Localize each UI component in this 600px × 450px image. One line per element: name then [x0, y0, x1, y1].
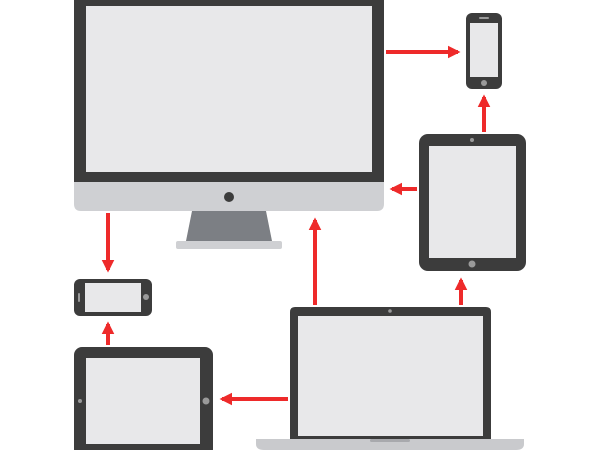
tablet-portrait-home-button	[468, 260, 476, 268]
tablet-portrait-camera	[470, 138, 474, 142]
laptop-notch	[370, 439, 410, 442]
tablet-landscape-screen	[86, 358, 200, 444]
tablet-landscape-camera	[78, 399, 82, 403]
phone-landscape-speaker	[78, 293, 80, 302]
phone-landscape-screen	[85, 283, 141, 312]
monitor-stand-base	[176, 241, 282, 249]
phone-portrait-screen	[470, 23, 498, 77]
monitor-screen	[86, 6, 372, 172]
tablet-landscape-icon	[74, 347, 213, 450]
laptop-camera	[388, 309, 392, 313]
desktop-monitor-icon	[74, 0, 384, 249]
tablet-portrait-icon	[419, 134, 526, 271]
smartphone-landscape-icon	[74, 279, 152, 316]
laptop-icon	[256, 307, 524, 450]
tablet-landscape-home-button	[202, 397, 210, 405]
phone-portrait-speaker	[479, 17, 489, 19]
tablet-portrait-screen	[429, 146, 516, 258]
monitor-camera-dot	[224, 192, 234, 202]
phone-portrait-home-button	[481, 80, 487, 86]
monitor-stand	[186, 211, 272, 241]
laptop-base	[256, 439, 524, 450]
phone-landscape-home-button	[143, 294, 149, 300]
laptop-screen	[298, 316, 483, 436]
smartphone-portrait-icon	[466, 13, 502, 89]
connection-arrows	[101, 45, 491, 406]
